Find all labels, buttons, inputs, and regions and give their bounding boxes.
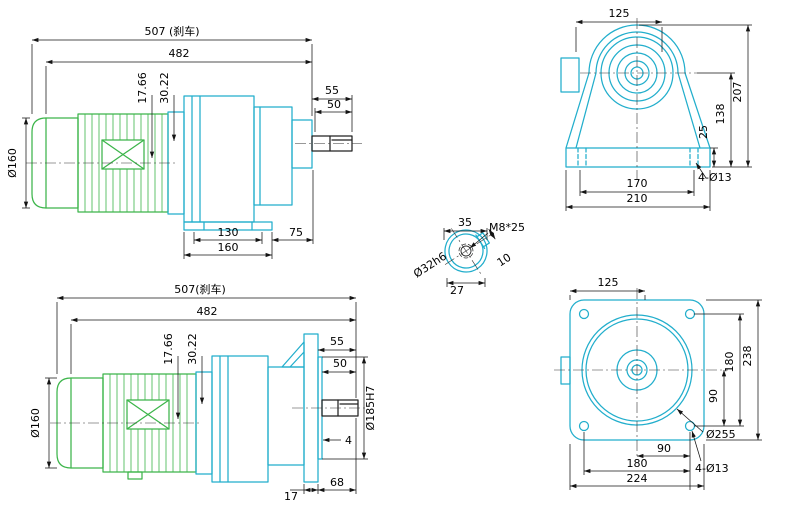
dim-width: 224 — [627, 472, 648, 485]
dim-foot-width: 160 — [218, 241, 239, 254]
dimensions-front-flange: 125 238 180 90 90 180 224 Ø255 4-Ø13 — [569, 276, 762, 490]
foot-hole-hidden-lines — [577, 147, 699, 168]
dim-overall: 507 (刹车) — [144, 24, 199, 38]
view-side-foot: 507 (刹车) 482 55 50 17.66 30.22 Ø160 130 … — [6, 24, 362, 259]
dim-shaft-a: 55 — [330, 335, 344, 348]
gearbox-body — [195, 333, 323, 483]
gearbox-body — [167, 95, 313, 231]
centerlines — [554, 288, 728, 460]
dim-half-span-h: 90 — [657, 442, 671, 455]
foot-pads — [203, 221, 253, 231]
drain-plug — [127, 471, 143, 480]
fan-cover — [56, 377, 104, 469]
dim-shaft-a: 55 — [325, 84, 339, 97]
dim-key-width: 10 — [495, 251, 514, 270]
dim-motor-dia: Ø160 — [6, 148, 19, 178]
view-side-flange: 507(刹车) 482 55 50 17.66 30.22 Ø160 Ø185H… — [29, 282, 377, 503]
centerlines — [444, 228, 492, 276]
centerlines — [26, 143, 362, 164]
bolt-hole — [578, 308, 590, 320]
dim-shaft-b: 50 — [327, 98, 341, 111]
terminal-box-cross — [126, 399, 170, 430]
dim-top-width: 125 — [609, 7, 630, 20]
dimensions-side-foot: 507 (刹车) 482 55 50 17.66 30.22 Ø160 130 … — [6, 24, 353, 259]
housing-flange-lines — [191, 95, 201, 223]
dim-hole-span-v: 180 — [723, 352, 736, 373]
bell-outline — [565, 24, 711, 168]
dim-key-flat: 27 — [450, 284, 464, 297]
bolt-hole — [684, 308, 696, 320]
dim-shaft-len: 68 — [330, 476, 344, 489]
dim-holes-callout: 4-Ø13 — [695, 462, 729, 475]
view-front-flange: 125 238 180 90 90 180 224 Ø255 4-Ø13 — [554, 276, 762, 490]
dim-foot-to-face: 75 — [289, 226, 303, 239]
dim-motor-dia: Ø160 — [29, 408, 42, 438]
dim-holes-callout: 4-Ø13 — [698, 171, 732, 184]
dim-half-span-v: 90 — [707, 389, 720, 403]
bolt-hole — [578, 420, 590, 432]
keyway-width-dim — [488, 228, 496, 240]
dim-offset-b: 30.22 — [158, 72, 171, 104]
centerlines — [50, 407, 366, 424]
dim-tap-callout: M8*25 — [489, 221, 525, 234]
terminal-box-cross — [101, 139, 145, 170]
dimensions-shaft-detail: 35 27 M8*25 Ø32h6 10 — [411, 216, 525, 297]
dim-top-width: 125 — [598, 276, 619, 289]
dim-length: 482 — [197, 305, 218, 318]
dim-overall: 507(刹车) — [174, 282, 226, 296]
output-boss — [291, 119, 313, 169]
dim-length: 482 — [169, 47, 190, 60]
dim-flange-thk: 17 — [284, 490, 298, 503]
dim-offset-b: 30.22 — [186, 333, 199, 365]
bell-inner — [575, 31, 701, 149]
dim-foot-height: 25 — [697, 125, 710, 139]
dim-height: 207 — [731, 82, 744, 103]
dim-shaft-b: 50 — [333, 357, 347, 370]
dim-shaft-dia: Ø32h6 — [411, 250, 449, 281]
dim-key-top: 35 — [458, 216, 472, 229]
housing-front — [560, 24, 711, 168]
dim-base-width: 210 — [627, 192, 648, 205]
dim-offset-a: 17.66 — [162, 333, 175, 365]
fan-cover — [31, 117, 79, 209]
motor-body — [56, 373, 197, 480]
terminal-box-front — [560, 57, 580, 93]
gear-housing-step — [267, 366, 305, 466]
dim-height: 238 — [741, 346, 754, 367]
dim-hole-span: 170 — [627, 177, 648, 190]
dim-offset-a: 17.66 — [136, 72, 149, 104]
dim-flange-spigot-dia: Ø185H7 — [364, 386, 377, 431]
dim-hole-span-h: 180 — [627, 457, 648, 470]
extension-lines — [569, 295, 762, 490]
centerlines — [580, 18, 697, 180]
extension-lines — [45, 302, 368, 494]
flange-gussets — [281, 341, 305, 368]
gear-housing — [183, 95, 255, 223]
view-shaft-detail: 35 27 M8*25 Ø32h6 10 — [411, 216, 525, 297]
dimensions-front-foot: 125 207 138 25 170 210 4-Ø13 — [565, 7, 752, 211]
dimensions-side-flange: 507(刹车) 482 55 50 17.66 30.22 Ø160 Ø185H… — [29, 282, 377, 503]
dim-foot-holes: 130 — [218, 226, 239, 239]
dim-axis-height: 138 — [714, 104, 727, 125]
dim-spigot: 4 — [345, 434, 352, 447]
side-tab — [560, 356, 571, 385]
dim-flange-dia-callout: Ø255 — [706, 428, 736, 441]
input-adapter — [167, 111, 185, 215]
mounting-feet — [183, 221, 273, 231]
view-front-foot: 125 207 138 25 170 210 4-Ø13 — [560, 7, 752, 211]
